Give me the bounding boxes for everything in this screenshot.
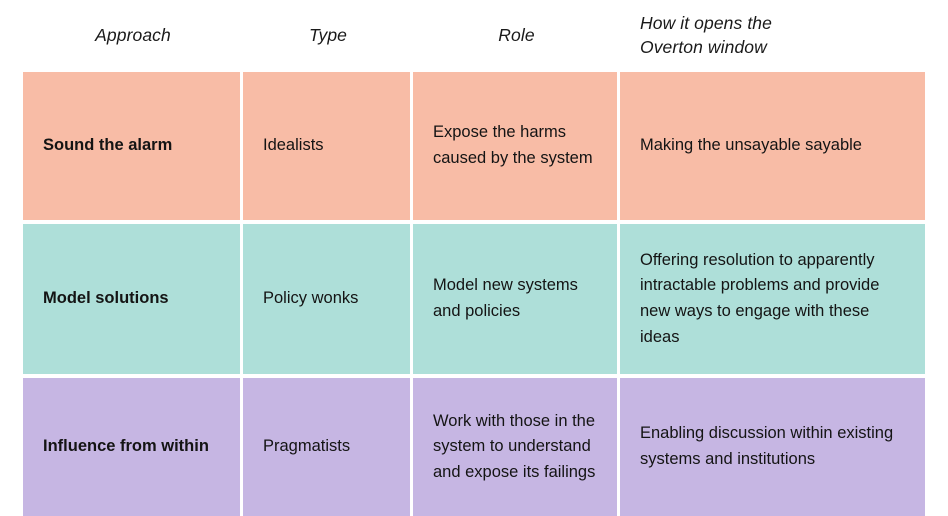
cell-overton: Making the unsayable sayable bbox=[620, 72, 925, 224]
cell-overton-text: Enabling discussion within existing syst… bbox=[640, 424, 894, 468]
overton-window-approaches-table: Approach Type Role How it opens the Over… bbox=[23, 0, 925, 516]
cell-overton: Offering resolution to apparently intrac… bbox=[620, 224, 925, 378]
cell-type: Pragmatists bbox=[243, 378, 413, 516]
cell-type-text: Idealists bbox=[263, 136, 324, 155]
cell-role: Model new systems and policies bbox=[413, 224, 620, 378]
cell-role-text: Work with those in the system to underst… bbox=[433, 411, 596, 481]
table-row: Influence from within Pragmatists Work w… bbox=[23, 378, 925, 516]
cell-approach-text: Model solutions bbox=[43, 289, 169, 308]
column-header-role: Role bbox=[413, 0, 620, 72]
column-header-overton-window-line1: How it opens the bbox=[640, 13, 772, 34]
table-header-row: Approach Type Role How it opens the Over… bbox=[23, 0, 925, 72]
cell-overton-text: Offering resolution to apparently intrac… bbox=[640, 250, 880, 346]
column-header-approach: Approach bbox=[23, 0, 243, 72]
cell-type-text: Pragmatists bbox=[263, 437, 351, 456]
column-header-overton-window-line2: Overton window bbox=[640, 37, 767, 57]
cell-type-text: Policy wonks bbox=[263, 289, 359, 308]
cell-approach: Sound the alarm bbox=[23, 72, 243, 224]
cell-approach-text: Influence from within bbox=[43, 437, 209, 456]
cell-approach: Model solutions bbox=[23, 224, 243, 378]
table-row: Model solutions Policy wonks Model new s… bbox=[23, 224, 925, 378]
cell-type: Idealists bbox=[243, 72, 413, 224]
cell-approach: Influence from within bbox=[23, 378, 243, 516]
cell-role-text: Expose the harms caused by the system bbox=[433, 123, 593, 167]
column-header-type: Type bbox=[243, 0, 413, 72]
comparison-table-container: Approach Type Role How it opens the Over… bbox=[23, 0, 925, 516]
table-row: Sound the alarm Idealists Expose the har… bbox=[23, 72, 925, 224]
cell-overton: Enabling discussion within existing syst… bbox=[620, 378, 925, 516]
cell-approach-text: Sound the alarm bbox=[43, 136, 173, 155]
cell-type: Policy wonks bbox=[243, 224, 413, 378]
cell-role-text: Model new systems and policies bbox=[433, 276, 578, 320]
table-header: Approach Type Role How it opens the Over… bbox=[23, 0, 925, 72]
cell-overton-text: Making the unsayable sayable bbox=[640, 136, 862, 155]
column-header-overton-window: How it opens the Overton window bbox=[620, 0, 925, 72]
cell-role: Work with those in the system to underst… bbox=[413, 378, 620, 516]
cell-role: Expose the harms caused by the system bbox=[413, 72, 620, 224]
table-body: Sound the alarm Idealists Expose the har… bbox=[23, 72, 925, 516]
